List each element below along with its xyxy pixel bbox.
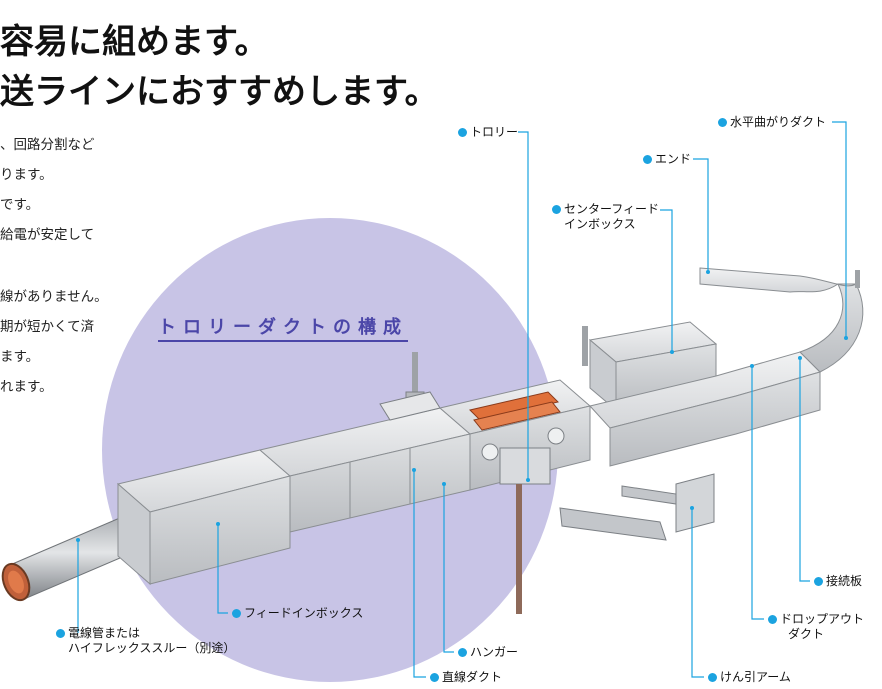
callout-label: ダクト — [788, 627, 825, 641]
headline-line-1: 容易に組めます。 — [0, 22, 269, 62]
callout-feed-in-box: フィードインボックス — [232, 606, 363, 621]
bullet-dot-icon — [814, 577, 823, 586]
horizontal-bend-duct — [699, 267, 864, 373]
bullet-dot-icon — [768, 615, 777, 624]
callout-center-feed-in-box: センターフィード インボックス — [552, 202, 659, 232]
tow-arm — [559, 473, 715, 541]
callout-label: フィードインボックス — [244, 606, 364, 620]
callout-label: ハンガー — [470, 645, 519, 659]
body-text-line: ります。 — [0, 167, 53, 183]
headline-line-2: 送ラインにおすすめします。 — [0, 72, 439, 112]
callout-label: ハイフレックススルー（別途） — [68, 641, 236, 655]
leader-lines — [77, 121, 847, 678]
callout-label: インボックス — [564, 217, 636, 231]
callout-conduit: 電線管または ハイフレックススルー（別途） — [56, 626, 235, 656]
callout-horizontal-bend-duct: 水平曲がりダクト — [718, 115, 826, 130]
body-text-line: ます。 — [0, 349, 40, 365]
callout-hanger: ハンガー — [458, 645, 518, 660]
body-text-line: 、回路分割など — [0, 137, 95, 153]
bullet-dot-icon — [718, 118, 727, 127]
feed-in-box — [116, 449, 292, 586]
bullet-dot-icon — [56, 629, 65, 638]
callout-label: けん引アーム — [720, 670, 791, 684]
callout-label: センターフィード — [564, 202, 660, 216]
callout-end: エンド — [643, 152, 691, 167]
callout-label: 接続板 — [826, 574, 863, 588]
body-text-line: です。 — [0, 197, 40, 213]
callout-trolley: トロリー — [458, 125, 518, 140]
body-text-line: れます。 — [0, 379, 53, 395]
body-text-line: 線がありません。 — [0, 289, 108, 305]
trolley-section — [438, 379, 592, 614]
callout-label: 水平曲がりダクト — [730, 115, 827, 129]
bullet-dot-icon — [708, 673, 717, 682]
bullet-dot-icon — [552, 205, 561, 214]
callout-label: トロリー — [470, 125, 519, 139]
body-text-line: 給電が安定して — [0, 227, 95, 243]
callout-drop-out-duct: ドロップアウト ダクト — [768, 612, 864, 642]
body-text-line: 期が短かくて済 — [0, 319, 95, 335]
bullet-dot-icon — [458, 648, 467, 657]
callout-label: 直線ダクト — [442, 670, 503, 684]
bullet-dot-icon — [643, 155, 652, 164]
callout-straight-duct: 直線ダクト — [430, 670, 502, 685]
callout-label: 電線管または — [68, 626, 141, 640]
callout-label: エンド — [655, 152, 692, 166]
bullet-dot-icon — [430, 673, 439, 682]
bullet-dot-icon — [232, 609, 241, 618]
callout-joint-plate: 接続板 — [814, 574, 862, 589]
callout-label: ドロップアウト — [780, 612, 865, 626]
leader-dots — [76, 270, 848, 542]
callout-tow-arm: けん引アーム — [708, 670, 791, 685]
bullet-dot-icon — [458, 128, 467, 137]
section-title: トロリーダクトの構成 — [158, 313, 408, 342]
